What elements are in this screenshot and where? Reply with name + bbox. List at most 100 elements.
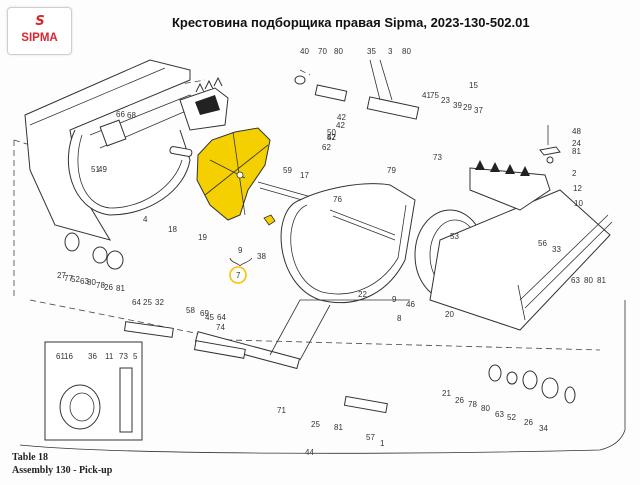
- part-label-78: 78: [468, 400, 477, 409]
- part-label-36: 36: [88, 352, 97, 361]
- part-label-74: 74: [216, 323, 225, 332]
- part-label-56: 56: [538, 239, 547, 248]
- part-5-shaft: [194, 299, 410, 414]
- part-label-26: 26: [455, 396, 464, 405]
- part-12-frame: [429, 189, 613, 331]
- part-label-1: 1: [380, 439, 385, 448]
- page-title: Крестовина подборщика правая Sipma, 2023…: [172, 15, 530, 30]
- part-label-75: 75: [430, 91, 439, 100]
- part-label-42: 42: [337, 113, 346, 122]
- sipma-logo-mark: S: [35, 14, 44, 29]
- part-label-52: 52: [327, 133, 336, 142]
- part-label-81: 81: [572, 147, 581, 156]
- part-label-26: 26: [524, 418, 533, 427]
- part-label-37: 37: [474, 106, 483, 115]
- part-label-64: 64: [132, 298, 141, 307]
- part-label-26: 26: [104, 283, 113, 292]
- sipma-logo-text: SIPMA: [21, 32, 58, 44]
- part-label-11: 11: [105, 352, 114, 361]
- part-label-17: 17: [300, 171, 309, 180]
- part-label-80: 80: [584, 276, 593, 285]
- part-label-45: 45: [205, 313, 214, 322]
- part-label-19: 19: [198, 233, 207, 242]
- part-label-16: 16: [64, 352, 73, 361]
- part-label-64: 64: [217, 313, 226, 322]
- part-label-5: 5: [133, 352, 138, 361]
- part-label-50: 50: [327, 128, 336, 137]
- inset-detail-box: [44, 341, 143, 441]
- part-label-70: 70: [318, 47, 327, 56]
- part-label-32: 32: [155, 298, 164, 307]
- part-label-7[interactable]: 7: [236, 271, 241, 280]
- part-label-15: 15: [469, 81, 478, 90]
- part-label-34: 34: [539, 424, 548, 433]
- part-label-22: 22: [358, 290, 367, 299]
- part-label-29: 29: [463, 103, 472, 112]
- clamp-48-24-81: [539, 125, 561, 164]
- part-label-80: 80: [402, 47, 411, 56]
- part-label-18: 18: [168, 225, 177, 234]
- part-label-81: 81: [116, 284, 125, 293]
- part-label-52: 52: [507, 413, 516, 422]
- part-label-58: 58: [186, 306, 195, 315]
- part-label-73: 73: [433, 153, 442, 162]
- part-label-78: 78: [96, 281, 105, 290]
- part-label-41: 41: [422, 91, 431, 100]
- part-label-42: 42: [336, 121, 345, 130]
- part-label-21: 21: [442, 389, 451, 398]
- part-label-25: 25: [311, 420, 320, 429]
- part-label-44: 44: [305, 448, 314, 457]
- part-label-76: 76: [333, 195, 342, 204]
- part-label-80: 80: [334, 47, 343, 56]
- part-label-68: 68: [127, 111, 136, 120]
- part-19-cross-highlighted[interactable]: [196, 127, 276, 284]
- assembly-caption: Assembly 130 - Pick-up: [12, 465, 113, 476]
- part-label-77: 77: [64, 274, 73, 283]
- part-label-33: 33: [552, 245, 561, 254]
- part-label-23: 23: [441, 96, 450, 105]
- part-label-9: 9: [238, 246, 243, 255]
- part-label-8: 8: [397, 314, 402, 323]
- part-label-81: 81: [334, 423, 343, 432]
- part-label-4: 4: [143, 215, 148, 224]
- hub-assembly-left: [64, 232, 124, 270]
- part-label-20: 20: [445, 310, 454, 319]
- part-label-2: 2: [572, 169, 577, 178]
- part-25-bracket: [123, 321, 246, 359]
- part-22-loop: [280, 183, 416, 304]
- table-caption: Table 18: [12, 452, 49, 463]
- part-label-52: 52: [71, 275, 80, 284]
- part-label-9: 9: [392, 295, 397, 304]
- part-label-62: 62: [322, 143, 331, 152]
- part-label-10: 10: [574, 199, 583, 208]
- part-label-3: 3: [388, 47, 393, 56]
- part-label-24: 24: [572, 139, 581, 148]
- part-label-12: 12: [573, 184, 582, 193]
- part-label-53: 53: [450, 232, 459, 241]
- part-label-57: 57: [366, 433, 375, 442]
- part-label-63: 63: [571, 276, 580, 285]
- part-label-66: 66: [116, 110, 125, 119]
- part-label-48: 48: [572, 127, 581, 136]
- part-label-51: 51: [91, 165, 100, 174]
- part-label-81: 81: [597, 276, 606, 285]
- part-label-80: 80: [87, 278, 96, 287]
- part-label-61: 61: [56, 352, 65, 361]
- part-label-25: 25: [143, 298, 152, 307]
- part-label-47: 47: [327, 133, 336, 142]
- part-label-69: 69: [200, 309, 209, 318]
- part-label-73: 73: [119, 352, 128, 361]
- part-label-80: 80: [481, 404, 490, 413]
- part-label-39: 39: [453, 101, 462, 110]
- hub-assembly-right: [488, 364, 576, 404]
- part-3-bar: [294, 59, 420, 120]
- part-7-highlight-ring: [229, 266, 247, 284]
- part-label-63: 63: [80, 277, 89, 286]
- sipma-logo: S SIPMA: [7, 7, 72, 55]
- part-label-49: 49: [98, 165, 107, 174]
- part-label-59: 59: [283, 166, 292, 175]
- part-38-bushing: [263, 214, 276, 226]
- part-label-38: 38: [257, 252, 266, 261]
